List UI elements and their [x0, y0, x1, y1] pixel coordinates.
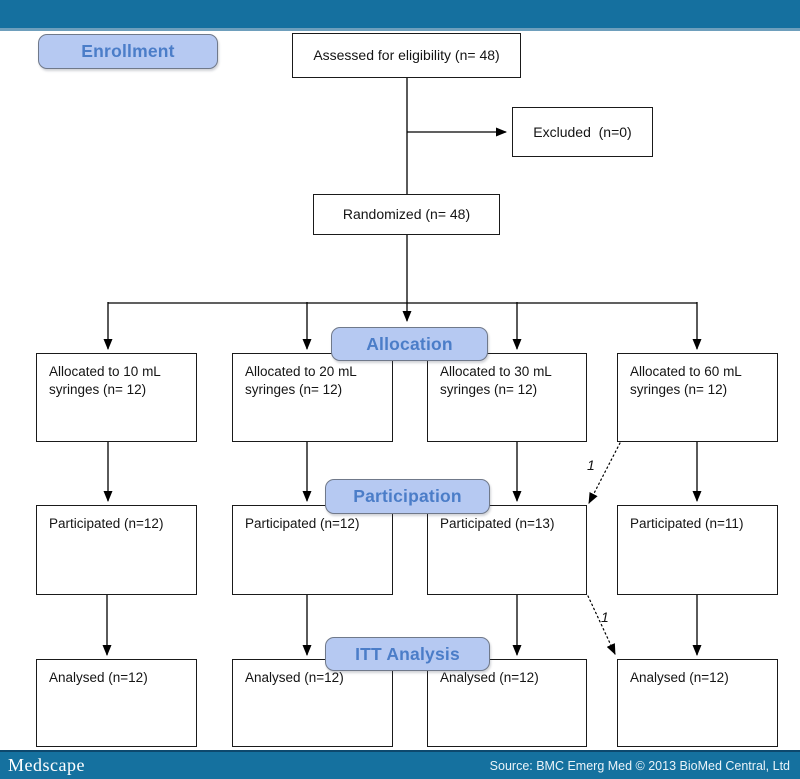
box-allocated-30ml: Allocated to 30 mL syringes (n= 12): [427, 353, 587, 442]
stage-label-itt-analysis: ITT Analysis: [325, 637, 490, 671]
box-participated-col2: Participated (n=12): [232, 505, 393, 595]
stage-label-participation: Participation: [325, 479, 490, 514]
source-attribution: Source: BMC Emerg Med © 2013 BioMed Cent…: [489, 758, 790, 773]
box-excluded: Excluded (n=0): [512, 107, 653, 157]
box-participated-col1: Participated (n=12): [36, 505, 197, 595]
crossover-note-2: 1: [601, 609, 609, 625]
box-assessed-for-eligibility: Assessed for eligibility (n= 48): [292, 33, 521, 78]
box-randomized: Randomized (n= 48): [313, 194, 500, 235]
box-allocated-10ml: Allocated to 10 mL syringes (n= 12): [36, 353, 197, 442]
box-analysed-col1: Analysed (n=12): [36, 659, 197, 747]
crossover-note-1: 1: [587, 457, 595, 473]
box-analysed-col3: Analysed (n=12): [427, 659, 587, 747]
box-participated-col3: Participated (n=13): [427, 505, 587, 595]
stage-label-allocation: Allocation: [331, 327, 488, 361]
stage-label-enrollment: Enrollment: [38, 34, 218, 69]
box-allocated-60ml: Allocated to 60 mL syringes (n= 12): [617, 353, 778, 442]
box-analysed-col4: Analysed (n=12): [617, 659, 778, 747]
top-teal-bar: [0, 0, 800, 31]
box-allocated-20ml: Allocated to 20 mL syringes (n= 12): [232, 353, 393, 442]
box-participated-col4: Participated (n=11): [617, 505, 778, 595]
bottom-teal-bar: Medscape Source: BMC Emerg Med © 2013 Bi…: [0, 750, 800, 779]
box-analysed-col2: Analysed (n=12): [232, 659, 393, 747]
medscape-logo: Medscape: [8, 755, 85, 775]
